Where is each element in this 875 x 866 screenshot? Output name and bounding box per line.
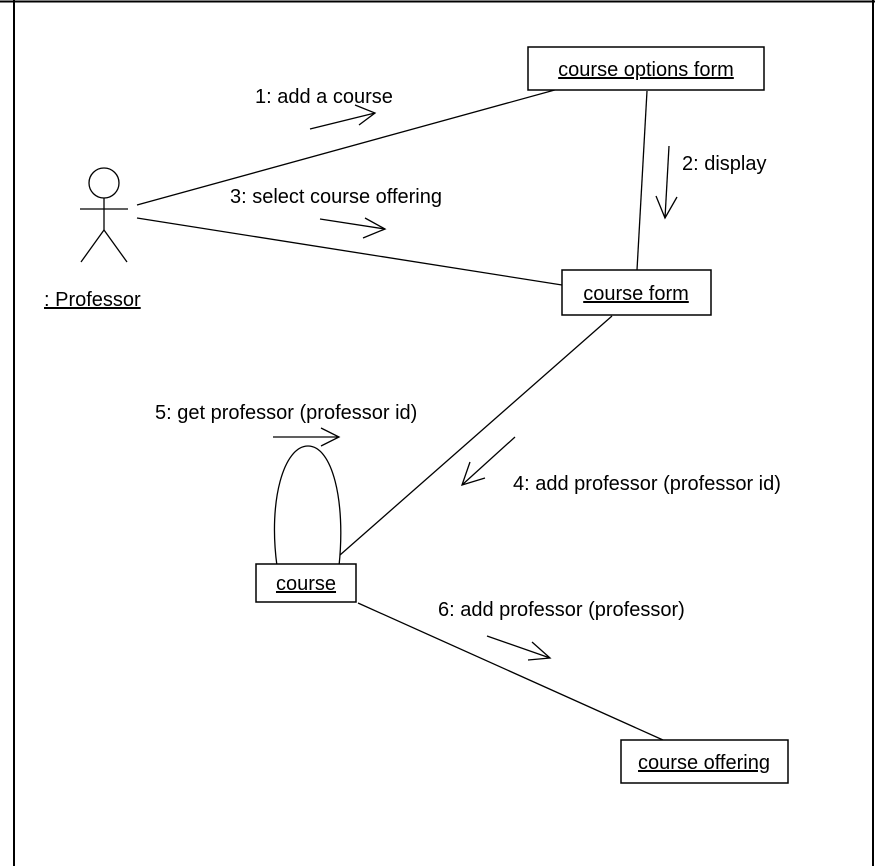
course-form-box [561,269,712,316]
link-course-form-course [339,315,613,556]
self-link-course-loop [273,445,342,567]
message-6-label: 6: add professor (professor) [438,599,685,621]
course-offering-label: course offering [638,752,770,774]
course-form-label: course form [583,283,689,305]
actor-professor-icon [80,167,128,263]
course-options-form-box [527,46,765,91]
message-4-label: 4: add professor (professor id) [513,473,781,495]
link-course-options-form-course-form [636,90,648,271]
link-actor-course-form [136,217,563,286]
message-2-arrow [655,145,678,220]
message-3-label: 3: select course offering [230,186,442,208]
message-3-arrow [319,217,387,239]
link-actor-course-options-form [136,87,563,206]
course-box [255,563,357,603]
message-1-arrow [309,104,377,130]
course-options-form-label: course options form [558,59,734,81]
message-5-arrow [273,427,341,447]
actor-label: : Professor [44,289,141,311]
link-course-course-offering [357,602,664,741]
message-2-label: 2: display [682,153,767,175]
message-1-label: 1: add a course [255,86,393,108]
course-offering-box [620,739,789,784]
message-5-label: 5: get professor (professor id) [155,402,417,424]
course-label: course [276,573,336,595]
message-6-arrow [486,635,552,661]
message-4-arrow [460,436,516,486]
